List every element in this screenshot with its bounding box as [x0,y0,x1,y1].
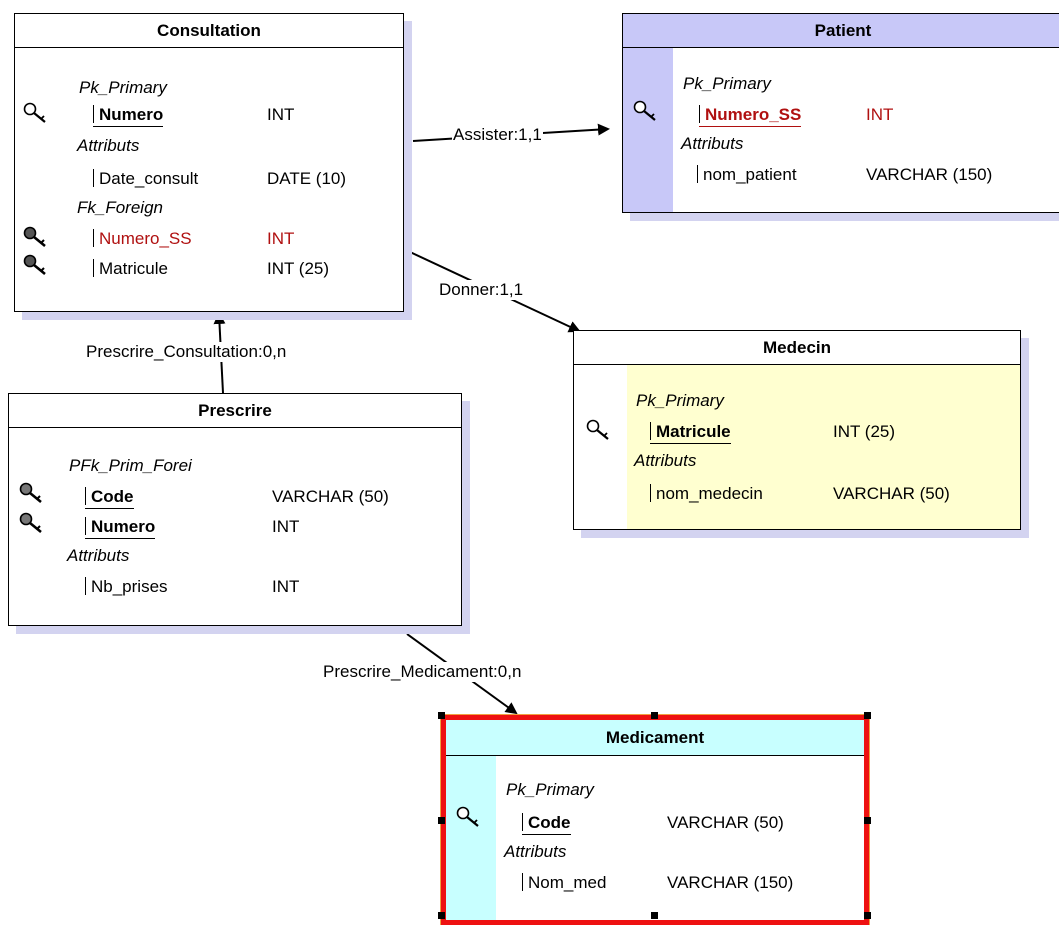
resize-handle-middle-left[interactable] [438,817,445,824]
table-title: Medicament [446,720,864,756]
foreign-key-icon [23,226,49,248]
section-pk: Pk_Primary [506,780,594,799]
table-title: Medecin [574,331,1020,365]
field-type: INT [272,577,300,596]
field-name: Code [522,810,571,836]
table-medicament[interactable]: Medicament Pk_Primary Code VARCHAR (50) … [440,714,870,925]
field-type: INT [272,517,300,536]
section-attributes: Attributs [77,136,140,155]
field-type: DATE (10) [267,169,347,188]
field-name-pk-fk: Numero_SS [699,102,802,128]
relation-label-donner[interactable]: Donner:1,1 [438,280,525,300]
primary-key-icon [456,806,482,828]
section-attributes: Attributs [67,546,130,565]
field-name: Matricule [93,256,168,282]
foreign-key-icon [19,482,45,504]
field-type: INT [866,105,894,124]
table-title: Consultation [15,14,403,48]
field-type: VARCHAR (50) [833,484,950,503]
field-name-fk: Numero_SS [93,226,192,252]
resize-handle-top-left[interactable] [438,712,445,719]
key-column [623,48,673,212]
field-type: INT [267,229,295,248]
resize-handle-bottom-center[interactable] [651,912,658,919]
relation-label-prescrire-medicament[interactable]: Prescrire_Medicament:0,n [322,662,523,682]
foreign-key-icon [19,512,45,534]
primary-key-icon [586,419,612,441]
section-attributes: Attributs [634,451,697,470]
field-type: VARCHAR (50) [667,813,784,832]
field-type: VARCHAR (50) [272,487,389,506]
field-name: Date_consult [93,166,198,192]
section-attributes: Attributs [504,842,567,861]
table-prescrire[interactable]: Prescrire PFk_Prim_Forei Code VARCHAR (5… [8,393,462,626]
section-pk-fk: PFk_Prim_Forei [69,456,192,475]
resize-handle-bottom-right[interactable] [864,912,871,919]
table-title: Patient [623,14,1059,48]
field-type: INT (25) [267,259,330,278]
section-pk: Pk_Primary [636,391,724,410]
field-name: nom_patient [697,162,797,188]
field-type: VARCHAR (150) [667,873,794,892]
field-name: Matricule [650,419,731,445]
relation-label-prescrire-consultation[interactable]: Prescrire_Consultation:0,n [85,342,288,362]
field-name: Nom_med [522,870,606,896]
table-patient[interactable]: Patient Pk_Primary Numero_SS INT Attribu… [622,13,1059,213]
resize-handle-bottom-left[interactable] [438,912,445,919]
field-name: Code [85,484,134,510]
field-type: VARCHAR (150) [866,165,993,184]
section-pk: Pk_Primary [683,74,771,93]
resize-handle-top-center[interactable] [651,712,658,719]
field-name: Nb_prises [85,574,168,600]
key-column [446,756,496,920]
table-title: Prescrire [9,394,461,428]
relation-label-assister[interactable]: Assister:1,1 [452,125,543,145]
field-name: nom_medecin [650,481,763,507]
primary-key-icon [23,102,49,124]
key-column [574,365,627,529]
foreign-key-icon [23,254,49,276]
table-consultation[interactable]: Consultation Pk_Primary Numero INT Attri… [14,13,404,312]
resize-handle-top-right[interactable] [864,712,871,719]
primary-key-icon [633,100,659,122]
section-pk: Pk_Primary [79,78,167,97]
resize-handle-middle-right[interactable] [864,817,871,824]
table-medecin[interactable]: Medecin Pk_Primary Matricule INT (25) At… [573,330,1021,530]
section-fk: Fk_Foreign [77,198,163,217]
section-attributes: Attributs [681,134,744,153]
field-name: Numero [93,102,164,128]
field-type: INT (25) [833,422,896,441]
field-type: INT [267,105,295,124]
field-name: Numero [85,514,156,540]
